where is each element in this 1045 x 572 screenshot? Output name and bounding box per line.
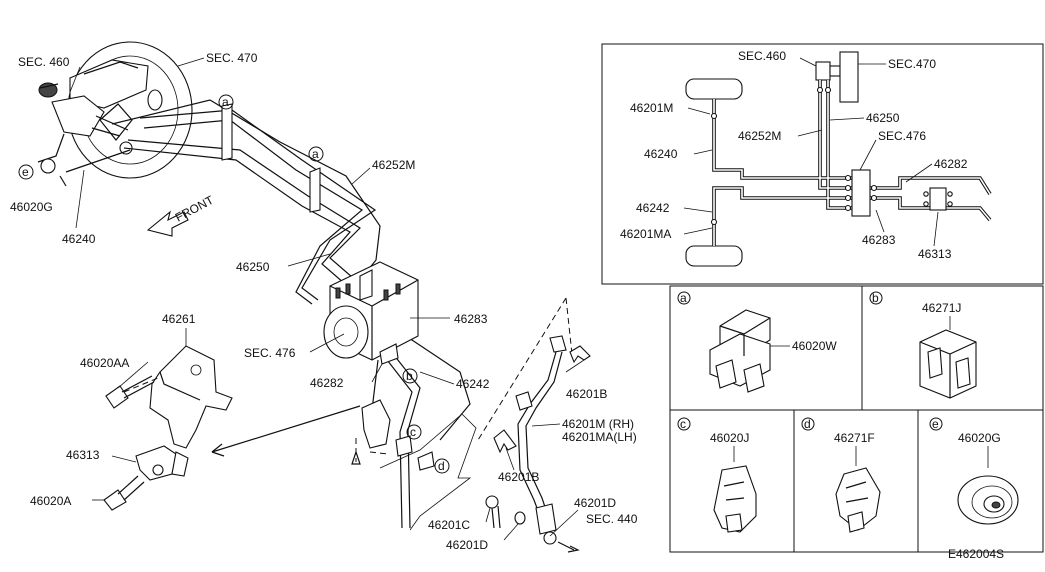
detail-c-part: 46020J [710, 431, 749, 445]
piping-schematic: SEC.460 SEC.470 46201M 46250 46252M SEC.… [601, 43, 1044, 285]
label-46201d-left: 46201D [446, 538, 488, 552]
label-46283: 46283 [454, 312, 488, 326]
schem-label-sec-476: SEC.476 [878, 129, 926, 143]
label-46201ma-lh: 46201MA(LH) [562, 430, 637, 444]
schem-label-46240: 46240 [644, 147, 678, 161]
label-46252m: 46252M [372, 158, 415, 172]
schematic-master-cylinder [815, 61, 831, 81]
label-46250: 46250 [236, 260, 270, 274]
detail-d-part: 46271F [834, 431, 875, 445]
schem-label-sec-470: SEC.470 [888, 57, 936, 71]
joint-46313 [135, 445, 189, 481]
label-sec-470: SEC. 470 [206, 51, 258, 65]
schem-label-46283: 46283 [862, 233, 896, 247]
callout-a: a [222, 95, 229, 109]
label-sec-476: SEC. 476 [244, 346, 296, 360]
schem-label-46250: 46250 [866, 111, 900, 125]
label-46020aa: 46020AA [80, 356, 129, 370]
bolt-46201c [485, 495, 526, 529]
front-arrow [146, 210, 189, 237]
label-sec-460: SEC. 460 [18, 55, 70, 69]
bracket-46261 [149, 345, 233, 449]
detail-e-letter: e [932, 417, 939, 431]
footer-code: E462004S [948, 547, 1004, 561]
front-wheel [685, 78, 743, 100]
schematic-abs [851, 169, 871, 217]
brake-hose [477, 297, 580, 553]
callout-markers: a a b c d e [18, 94, 450, 474]
label-46201b-bottom: 46201B [498, 470, 539, 484]
schem-label-46282: 46282 [934, 157, 968, 171]
main-exploded-view: a a b c d e [10, 41, 638, 553]
schematic-joint-46313 [929, 187, 947, 211]
detail-e-part: 46020G [958, 431, 1001, 445]
label-front: FRONT [173, 193, 217, 225]
callout-d: d [438, 459, 445, 473]
callout-c: c [410, 425, 416, 439]
label-46020a: 46020A [30, 494, 71, 508]
schem-label-46201m: 46201M [630, 101, 673, 115]
clip-46020g [37, 133, 67, 187]
detail-b-letter: b [872, 291, 879, 305]
detail-a-part: 46020W [792, 339, 837, 353]
label-46313: 46313 [66, 448, 100, 462]
label-46201c: 46201C [428, 518, 470, 532]
detail-a-letter: a [680, 291, 687, 305]
detail-d-letter: d [804, 417, 811, 431]
detail-c-letter: c [680, 417, 686, 431]
label-46282: 46282 [310, 376, 344, 390]
schematic-booster [839, 51, 859, 103]
label-46201m-rh: 46201M (RH) [562, 417, 634, 431]
detail-b: b 46271J [869, 291, 977, 399]
detail-a: a 46020W [677, 291, 837, 393]
label-46261: 46261 [162, 312, 196, 326]
callout-e: e [22, 165, 29, 179]
bolt-46020a [103, 475, 145, 511]
label-46020g: 46020G [10, 200, 53, 214]
callout-b: b [406, 369, 413, 383]
schem-label-46242: 46242 [636, 201, 670, 215]
label-46201d-right: 46201D [574, 496, 616, 510]
detail-c: c 46020J [677, 417, 757, 533]
callout-a-2: a [312, 147, 319, 161]
schem-label-46201ma: 46201MA [620, 227, 671, 241]
detail-b-part: 46271J [922, 301, 961, 315]
schem-label-sec-460: SEC.460 [738, 49, 786, 63]
label-46201b-top: 46201B [566, 387, 607, 401]
detail-panels: a 46020W b 46271J c 46020J [669, 285, 1044, 553]
abs-actuator [323, 261, 419, 365]
master-cylinder [38, 59, 149, 137]
rear-wheel [685, 245, 743, 267]
label-46240: 46240 [62, 232, 96, 246]
schem-label-46313: 46313 [918, 247, 952, 261]
detail-e: e 46020G [929, 417, 1019, 525]
schem-label-46252m: 46252M [738, 129, 781, 143]
leader-lines [69, 57, 585, 541]
detail-d: d 46271F [801, 417, 881, 533]
label-sec-440: SEC. 440 [586, 512, 638, 526]
label-46242: 46242 [456, 377, 490, 391]
bolt-46020aa [105, 375, 155, 409]
